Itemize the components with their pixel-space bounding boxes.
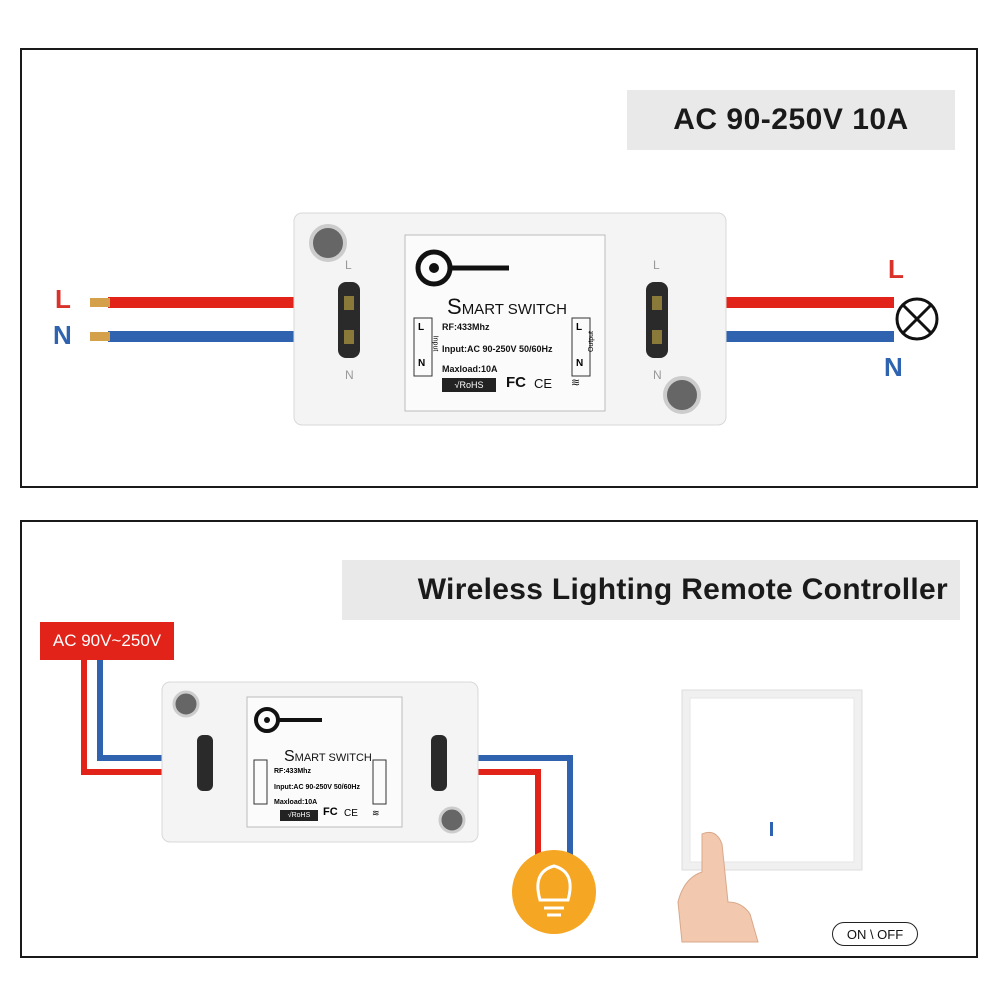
finger-icon <box>677 831 759 943</box>
device-brand-2: SMART SWITCH <box>284 748 372 766</box>
voltage-tag: AC 90V~250V <box>40 622 174 660</box>
brand-s-2: S <box>284 748 295 765</box>
device-brand: SMART SWITCH <box>447 294 567 320</box>
on-off-label: ON \ OFF <box>832 922 918 946</box>
right-red-wire <box>662 297 894 308</box>
output-term-N: N <box>576 358 584 369</box>
brand-rest-2: MART SWITCH <box>294 752 372 764</box>
embossed-N-left: N <box>345 368 354 382</box>
maxload-text: Maxload:10A <box>442 364 498 374</box>
screw-hole-right <box>663 376 701 414</box>
output-terminal <box>646 282 668 358</box>
right-blue-wire <box>662 331 894 342</box>
input-term-L: L <box>418 322 425 333</box>
ce-mark: CE <box>534 376 553 391</box>
right-L-label: L <box>888 254 904 284</box>
remote-controller-banner: Wireless Lighting Remote Controller <box>342 560 960 620</box>
button-logo-icon <box>415 249 509 287</box>
voltage-banner: AC 90-250V 10A <box>627 90 955 150</box>
brand-rest: MART SWITCH <box>461 301 567 318</box>
wiring-panel-top: AC 90-250V 10A <box>20 48 978 488</box>
smart-switch-device-2 <box>161 681 479 843</box>
input-spec-text-2: Input:AC 90-250V 50/60Hz <box>274 784 360 791</box>
input-terminal <box>338 282 360 358</box>
left-blue-wire <box>108 331 346 342</box>
wiring-panel-bottom: Wireless Lighting Remote Controller <box>20 520 978 958</box>
wiring-diagram-bottom <box>81 640 863 943</box>
input-spec-text: Input:AC 90-250V 50/60Hz <box>442 344 553 354</box>
input-term-N: N <box>418 358 426 369</box>
embossed-N-right: N <box>653 368 662 382</box>
wiring-diagram-top <box>90 212 939 426</box>
wifi-icon: ≋ <box>571 377 581 389</box>
left-L-label: L <box>55 284 71 314</box>
fc-mark: FC <box>506 374 526 391</box>
output-term-L: L <box>576 322 583 333</box>
embossed-L-right: L <box>653 258 660 272</box>
rf-text-2: RF:433Mhz <box>274 768 311 775</box>
maxload-text-2: Maxload:10A <box>274 799 318 806</box>
smart-switch-device <box>293 212 727 426</box>
screw-hole-left <box>309 224 347 262</box>
lamp-cross-icon <box>895 297 939 341</box>
rohs-badge-2: √RoHS <box>280 810 318 821</box>
left-red-wire-tip <box>90 298 110 307</box>
wifi-icon-2: ≋ <box>372 808 380 818</box>
output-side-label: Output <box>588 330 596 353</box>
fc-mark-2: FC <box>323 806 338 818</box>
button-logo-icon-2 <box>254 707 322 733</box>
rf-text: RF:433Mhz <box>442 322 490 332</box>
lightbulb-icon <box>512 850 596 934</box>
left-N-label: N <box>53 320 72 350</box>
left-blue-wire-tip <box>90 332 110 341</box>
right-N-label: N <box>884 352 903 382</box>
left-red-wire <box>108 297 346 308</box>
output-blue-wire <box>440 755 573 860</box>
rohs-badge: √RoHS <box>442 378 496 392</box>
ce-mark-2: CE <box>344 808 358 819</box>
brand-s: S <box>447 294 462 319</box>
embossed-L-left: L <box>345 258 352 272</box>
input-side-label: Input <box>431 335 439 352</box>
